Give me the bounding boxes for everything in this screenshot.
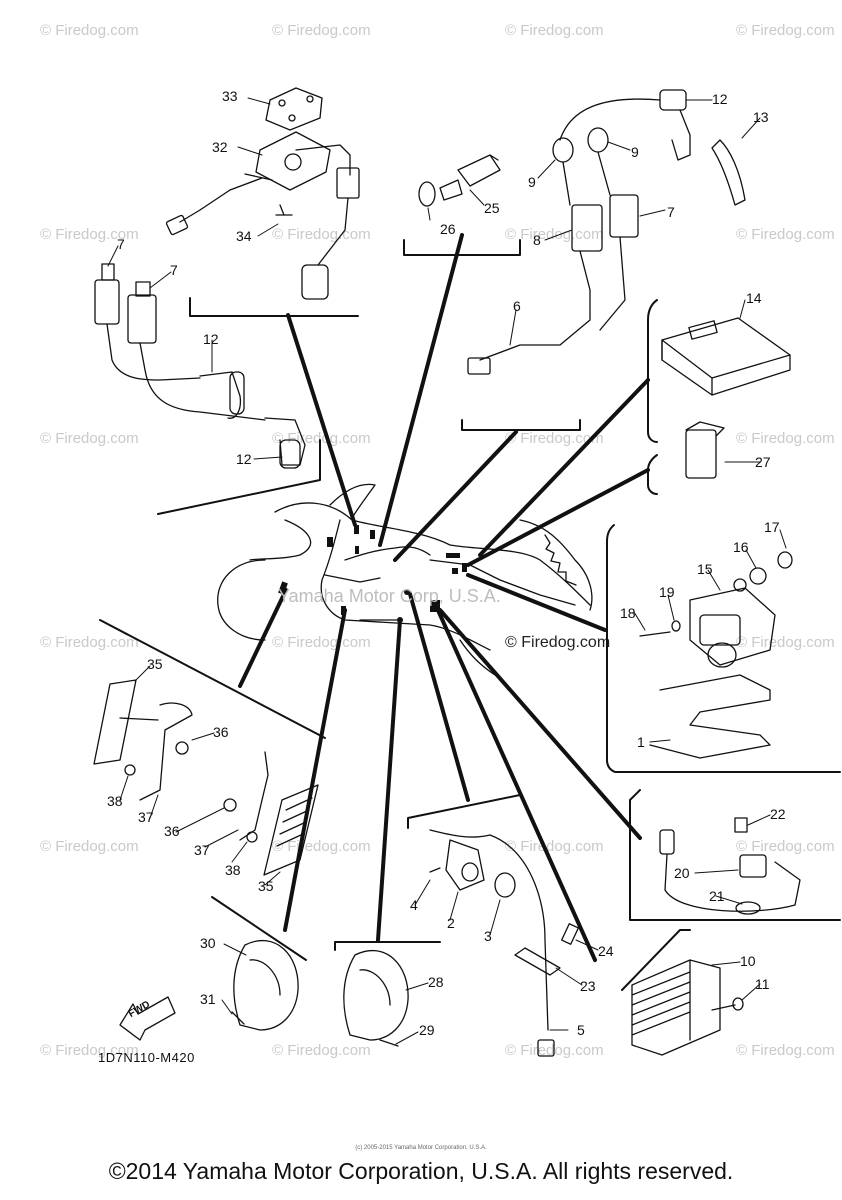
callout-label: 31 [200, 991, 216, 1007]
callout-label: 10 [740, 953, 756, 969]
watermark: © Firedog.com [272, 430, 371, 447]
watermark: © Firedog.com [40, 226, 139, 243]
footer-small-print: (c) 2005-2015 Yamaha Motor Corporation, … [355, 1145, 487, 1151]
callout-label: 25 [484, 200, 500, 216]
watermark: © Firedog.com [505, 838, 604, 855]
callout-label: 12 [712, 91, 728, 107]
callout-label: 12 [236, 451, 252, 467]
callout-label: 33 [222, 88, 238, 104]
watermark: © Firedog.com [736, 838, 835, 855]
watermark: © Firedog.com [505, 430, 604, 447]
watermark: © Firedog.com [272, 22, 371, 39]
horns [231, 939, 409, 1047]
callout-label: 21 [709, 888, 725, 904]
callout-label: 13 [753, 109, 769, 125]
watermark: © Firedog.com [272, 1042, 371, 1059]
leader-lines [238, 233, 650, 962]
callout-label: 8 [533, 232, 541, 248]
callout-label: 2 [447, 915, 455, 931]
callout-label: 30 [200, 935, 216, 951]
watermark: © Firedog.com [272, 634, 371, 651]
callout-label: 29 [419, 1022, 435, 1038]
watermark: © Firedog.com [272, 838, 371, 855]
callout-label: 35 [258, 878, 274, 894]
callout-label: 38 [225, 862, 241, 878]
callout-label: 36 [164, 823, 180, 839]
callout-label: 4 [410, 897, 418, 913]
rectifier-10-11 [631, 959, 744, 1056]
callout-label: 9 [631, 144, 639, 160]
callout-label: 5 [577, 1022, 585, 1038]
ecu-and-relay [661, 317, 791, 479]
fwd-arrow [119, 996, 176, 1041]
callout-label: 14 [746, 290, 762, 306]
watermark: © Firedog.com [40, 1042, 139, 1059]
watermark: © Firedog.com [40, 838, 139, 855]
watermark: © Firedog.com [272, 226, 371, 243]
starter-relay [639, 551, 793, 759]
sensor-25-26 [418, 154, 501, 207]
callout-leaders [107, 97, 787, 1045]
callout-label: 26 [440, 221, 456, 237]
callout-label: 28 [428, 974, 444, 990]
callout-label: 15 [697, 561, 713, 577]
callout-label: 27 [755, 454, 771, 470]
watermark: © Firedog.com [505, 634, 611, 651]
callout-label: 7 [667, 204, 675, 220]
fuel-sender-parts [165, 87, 360, 300]
callout-label: 16 [733, 539, 749, 555]
sensor-2-5 [429, 829, 579, 1057]
callout-label: 11 [755, 976, 770, 992]
center-watermark: Yamaha Motor Corp, U.S.A. [278, 586, 501, 606]
watermark: © Firedog.com [505, 226, 604, 243]
callout-label: 20 [674, 865, 690, 881]
callout-label: 23 [580, 978, 596, 994]
callout-label: 12 [203, 331, 219, 347]
callout-label: 19 [659, 584, 675, 600]
section-brackets [99, 239, 841, 991]
callout-label: 37 [138, 809, 154, 825]
motorcycle-outline [217, 483, 593, 676]
callout-label: 35 [147, 656, 163, 672]
reflector-brackets [93, 679, 319, 876]
callout-label: 24 [598, 943, 614, 959]
sensor-20-22 [659, 817, 801, 915]
watermark: © Firedog.com [736, 634, 835, 651]
watermark: © Firedog.com [40, 634, 139, 651]
drawing-code: 1D7N110-M420 [98, 1050, 195, 1065]
callout-label: 9 [528, 174, 536, 190]
watermark: © Firedog.com [736, 226, 835, 243]
callout-label: 37 [194, 842, 210, 858]
right-coil-group [467, 89, 746, 375]
copyright-footer: ©2014 Yamaha Motor Corporation, U.S.A. A… [108, 1158, 734, 1184]
callout-label: 17 [764, 519, 780, 535]
callout-label: 7 [170, 262, 178, 278]
callout-label: 7 [117, 236, 125, 252]
watermark: © Firedog.com [505, 22, 604, 39]
callout-label: 1 [637, 734, 645, 750]
callout-label: 18 [620, 605, 636, 621]
callout-label: 36 [213, 724, 229, 740]
callout-label: 32 [212, 139, 228, 155]
watermark: © Firedog.com [736, 1042, 835, 1059]
callout-label: 6 [513, 298, 521, 314]
watermark: © Firedog.com [40, 430, 139, 447]
watermark: © Firedog.com [736, 430, 835, 447]
callout-label: 3 [484, 928, 492, 944]
callout-label: 22 [770, 806, 786, 822]
left-coil-group [94, 263, 306, 469]
watermark: © Firedog.com [40, 22, 139, 39]
watermark: © Firedog.com [736, 22, 835, 39]
callout-label: 34 [236, 228, 252, 244]
callout-label: 38 [107, 793, 123, 809]
